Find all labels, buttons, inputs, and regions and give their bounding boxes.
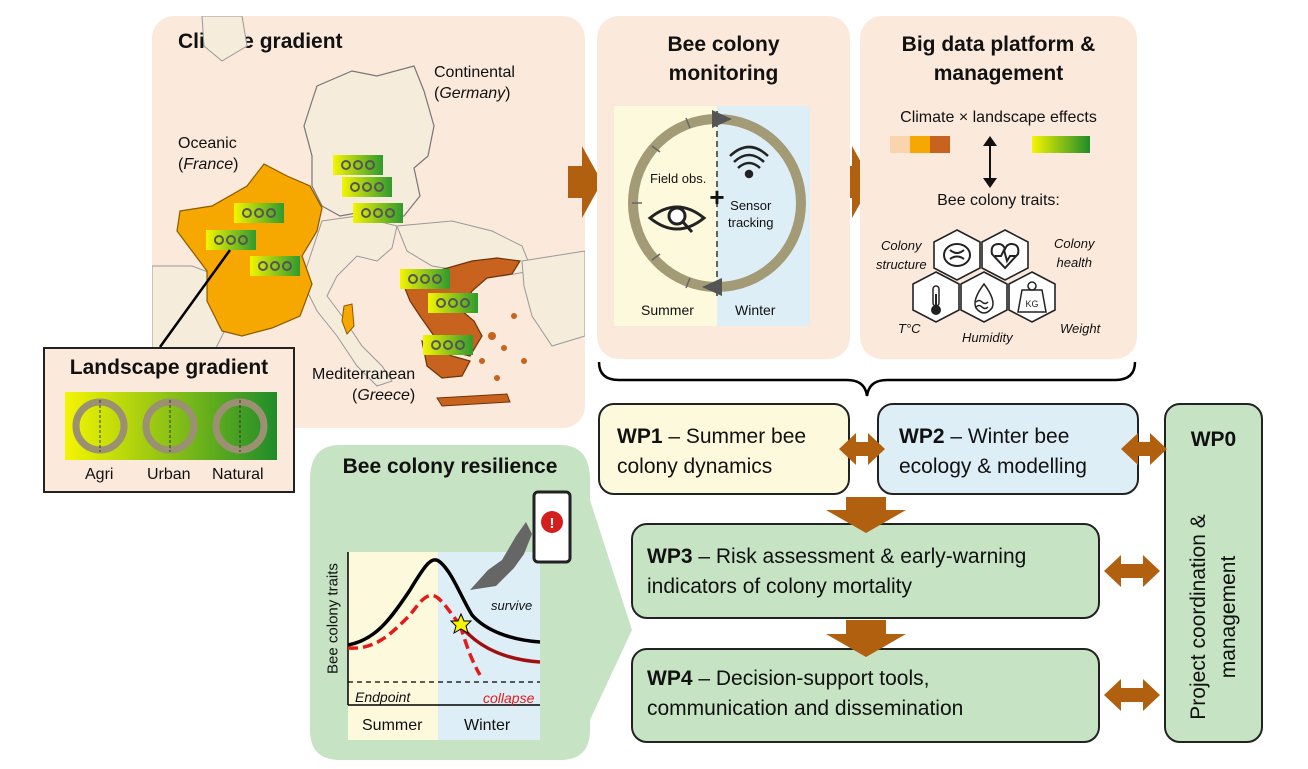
thermometer-icon bbox=[931, 285, 941, 315]
climate-swatch-1 bbox=[890, 136, 910, 153]
wifi-icon bbox=[729, 145, 769, 179]
resilience-collapse-curve bbox=[347, 593, 462, 650]
landscape-swatch bbox=[1032, 136, 1090, 153]
resilience-summer-bg bbox=[348, 552, 438, 740]
humidity-icon bbox=[974, 282, 994, 314]
arrow-climate-to-monitoring bbox=[568, 146, 602, 218]
eye-icon bbox=[647, 205, 707, 234]
resilience-winter-label: Winter bbox=[464, 717, 511, 734]
endpoint-label: Endpoint bbox=[355, 689, 411, 705]
arrow-wp3-wp0 bbox=[1104, 555, 1160, 587]
landscape-cycle-natural bbox=[212, 398, 268, 454]
effects-swatches bbox=[890, 136, 1090, 188]
wp0-code: WP0 bbox=[1190, 428, 1237, 451]
monitoring-summer-label: Summer bbox=[641, 302, 694, 318]
map-crete bbox=[436, 393, 511, 407]
traits-label: Bee colony traits: bbox=[937, 192, 1060, 209]
landscape-cycle-urban bbox=[142, 398, 198, 454]
brain-icon bbox=[943, 243, 971, 267]
landscape-label-urban: Urban bbox=[147, 466, 191, 483]
heart-icon bbox=[990, 242, 1020, 270]
arrow-wp4-wp0 bbox=[1104, 679, 1160, 711]
resilience-survive-curve bbox=[347, 558, 541, 647]
weight-kg-text: KG bbox=[1025, 299, 1038, 309]
landscape-cycle-agri bbox=[72, 398, 128, 454]
resilience-title: Bee colony resilience bbox=[342, 455, 558, 478]
arrow-wp1-wp2 bbox=[839, 433, 885, 465]
monitoring-winter-label: Winter bbox=[735, 302, 776, 318]
landscape-gradient-title: Landscape gradient bbox=[69, 356, 269, 379]
arrow-monitoring-to-platform bbox=[838, 146, 872, 218]
monitoring-cycle: + bbox=[628, 110, 806, 296]
platform-title: Big data platform &management bbox=[901, 33, 1096, 85]
resilience-ylabel: Bee colony traits bbox=[324, 563, 342, 674]
temp-label: T°C bbox=[898, 321, 921, 336]
wp0-box: WP0 Project coordination &management bbox=[1164, 403, 1263, 743]
landscape-label-natural: Natural bbox=[212, 466, 264, 483]
map-italy bbox=[301, 215, 398, 387]
wp4-box: WP4 – Decision-support tools,communicati… bbox=[631, 648, 1100, 743]
hand-icon bbox=[470, 522, 532, 590]
climate-swatch-3 bbox=[930, 136, 950, 153]
hex-structure bbox=[933, 229, 981, 281]
arrow-wp2-wp0 bbox=[1121, 433, 1167, 465]
hex-humidity bbox=[960, 271, 1008, 323]
double-arrow-icon bbox=[983, 136, 997, 188]
cycle-arrow-bottom bbox=[702, 278, 722, 296]
collapse-label: collapse bbox=[483, 690, 535, 706]
svg-text:+: + bbox=[709, 182, 724, 212]
wp3-code: WP3 bbox=[647, 545, 693, 568]
map-corsica bbox=[341, 303, 355, 335]
landscape-label-agri: Agri bbox=[85, 466, 114, 483]
climate-swatch-2 bbox=[910, 136, 930, 153]
oceanic-label: Oceanic(France) bbox=[178, 135, 239, 173]
curly-brace bbox=[597, 361, 1137, 397]
cycle-arrow-top bbox=[712, 110, 732, 128]
site-markers bbox=[158, 154, 479, 356]
map-germany bbox=[303, 65, 435, 222]
wp4-code: WP4 bbox=[647, 667, 693, 690]
svg-text:!: ! bbox=[550, 515, 555, 532]
weight-icon: KG bbox=[1017, 281, 1047, 313]
traits-hexagons: KG bbox=[912, 229, 1056, 323]
landscape-gradient-bar bbox=[65, 392, 277, 460]
mediterranean-label: Mediterranean(Greece) bbox=[312, 366, 416, 404]
field-obs-label: Field obs. bbox=[650, 171, 707, 186]
effects-label: Climate × landscape effects bbox=[900, 109, 1097, 126]
tipping-star-icon bbox=[449, 612, 473, 635]
alert-icon bbox=[541, 511, 563, 533]
weight-label: Weight bbox=[1060, 321, 1101, 336]
map-uk bbox=[201, 16, 248, 62]
humidity-label: Humidity bbox=[962, 330, 1013, 345]
resilience-summer-label: Summer bbox=[362, 717, 423, 734]
survive-label: survive bbox=[491, 598, 533, 613]
wp2-code: WP2 bbox=[899, 425, 945, 448]
resilience-chart: ! bbox=[347, 490, 572, 740]
arrow-down-to-wp3 bbox=[826, 497, 906, 533]
arrow-down-to-wp4 bbox=[826, 620, 906, 657]
continental-label: Continental(Germany) bbox=[434, 64, 515, 102]
wp1-code: WP1 bbox=[617, 425, 663, 448]
